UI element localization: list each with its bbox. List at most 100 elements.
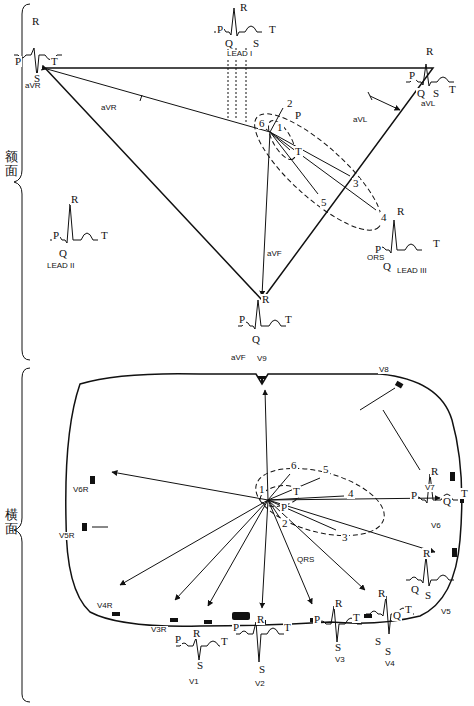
wave-letter: R (192, 628, 201, 639)
loop-vector (270, 108, 283, 132)
wave-letter: R (70, 194, 79, 205)
wave-letter: T (50, 56, 59, 67)
wave-letter: 2 (281, 518, 289, 529)
wave-letter: R (261, 294, 270, 305)
wave-letter: 6 (290, 460, 298, 471)
ecg-trace (406, 64, 454, 86)
wave-letter: 3 (341, 532, 349, 543)
wave-letter: 4 (380, 212, 388, 223)
ecg-trace (176, 638, 224, 660)
wave-letter: T (100, 230, 109, 241)
wave-letter: R (396, 206, 405, 217)
loop-vector (270, 132, 290, 150)
wave-letter: R (422, 548, 431, 559)
wave-letter: P (216, 24, 224, 35)
projection-line (246, 48, 247, 124)
electrode-vectors (92, 388, 440, 608)
electrodes (82, 376, 464, 624)
wave-letter: P (408, 70, 416, 81)
ecg-trace (236, 622, 284, 662)
wave-letter: V6 (430, 522, 442, 530)
lead-name: aVL (420, 100, 436, 108)
wave-letter: 6 (258, 118, 266, 129)
projection-line (236, 48, 237, 120)
ecg-waveforms (14, 8, 458, 662)
wave-letter: S (252, 38, 260, 49)
wave-letter: T (292, 486, 301, 497)
wave-letter: T (460, 488, 469, 499)
plane-label: 额面 (4, 150, 19, 179)
wave-letter: Q (442, 496, 452, 507)
lead-name: LEAD III (396, 267, 428, 275)
wave-letter: Q (416, 88, 426, 99)
wave-letter: V9 (256, 355, 268, 363)
wave-letter: R (377, 588, 386, 599)
wave-letter: R (425, 46, 434, 57)
qrs-loop (248, 456, 391, 548)
loop-vector (270, 132, 350, 176)
wave-letter: 5 (320, 197, 328, 208)
wave-letter: S (334, 642, 342, 653)
wave-letter: P (232, 622, 240, 633)
wave-letter: Q (251, 334, 261, 345)
lead-name: V3R (150, 626, 168, 634)
wave-letter: R (334, 598, 343, 609)
wave-letter: Q (58, 248, 68, 259)
plane-label: 横面 (4, 508, 19, 537)
loop-vector (268, 500, 336, 530)
wave-letter: 1 (258, 484, 266, 495)
wave-letter: 4 (347, 488, 355, 499)
loop-vector (268, 474, 290, 500)
wave-letter: Q (224, 38, 234, 49)
wave-letter: 2 (286, 98, 294, 109)
lead-name: aVL (352, 116, 368, 124)
avr-axis (47, 69, 270, 132)
wave-letter: 3 (352, 178, 360, 189)
wave-letter: 1 (276, 122, 284, 133)
torso-outline (66, 374, 462, 627)
wave-letter: S (374, 636, 382, 647)
wave-letter: R (31, 16, 40, 27)
wave-letter: V3 (334, 656, 346, 664)
wave-letter: V2 (254, 680, 266, 688)
wave-letter: Q (410, 584, 420, 595)
loop-vector (268, 496, 344, 500)
wave-letter: P (14, 56, 22, 67)
wave-letter: T (352, 612, 361, 623)
lead-name: LEAD II (46, 262, 76, 270)
ecg-trace (214, 8, 262, 36)
ecg-trace (314, 606, 362, 642)
wave-letter: T (283, 622, 292, 633)
wave-letter: T (448, 84, 457, 95)
wave-letter: T (284, 314, 293, 325)
loop-vector (270, 132, 376, 210)
ecg-trace (50, 204, 98, 243)
lead-name: aVF (230, 354, 247, 362)
wave-letter: T (294, 146, 303, 157)
wave-letter: V8 (378, 366, 390, 374)
wave-letter: P (238, 314, 246, 325)
lead-name: QRS (296, 556, 315, 564)
loop-vector (268, 500, 280, 518)
wave-letter: P (174, 634, 182, 645)
wave-letter: S (432, 88, 440, 99)
wave-letter: S (258, 664, 266, 675)
lead-name: aVF (266, 250, 283, 258)
wave-letter: R (239, 2, 248, 13)
wave-letter: T (404, 604, 413, 615)
wave-letter: S (384, 646, 392, 657)
wave-letter: P (313, 614, 321, 625)
lead-name: V4R (96, 602, 114, 610)
tick (140, 95, 142, 101)
wave-letter: S (424, 590, 432, 601)
loop-vector (268, 478, 320, 500)
wave-letter: V5 (440, 608, 452, 616)
wave-letter: 5 (322, 464, 330, 475)
lead-name: V5R (58, 532, 76, 540)
wave-letter: Q (382, 261, 392, 272)
wave-letter: S (196, 660, 204, 671)
wave-letter: P (280, 502, 288, 513)
projection-line (228, 48, 229, 118)
wave-letter: V1 (188, 678, 200, 686)
